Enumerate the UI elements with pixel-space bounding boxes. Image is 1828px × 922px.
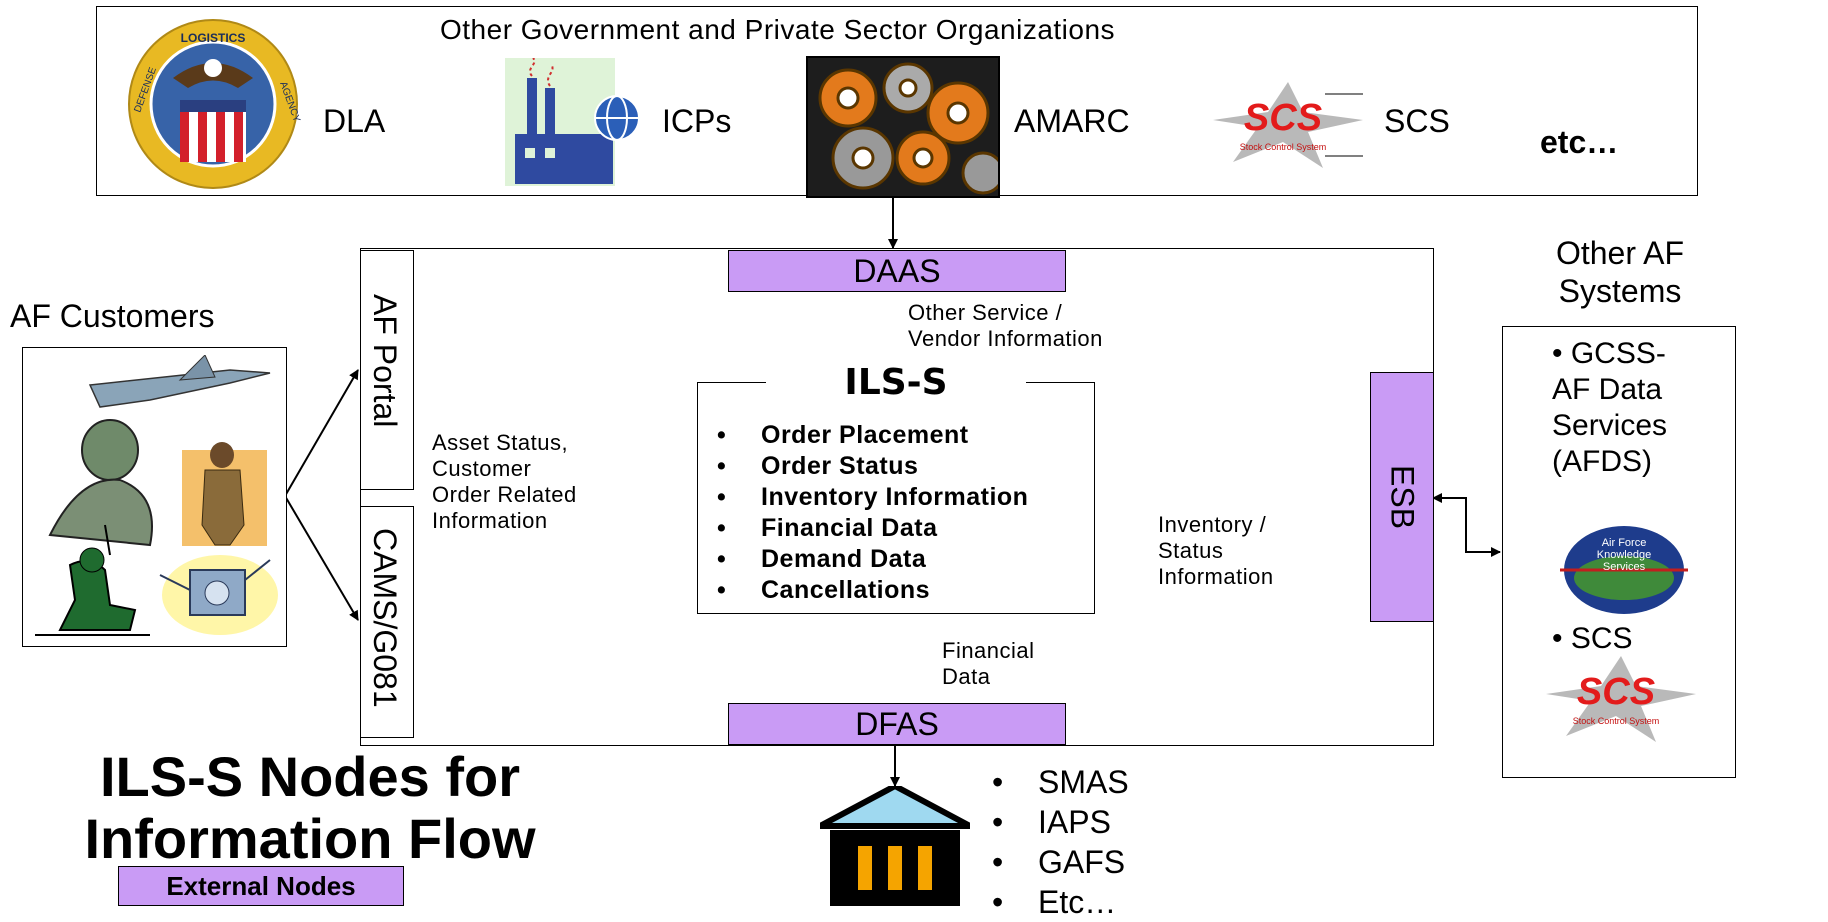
ils-item-cancellations: Cancellations (697, 575, 1028, 606)
daas-node: DAAS (728, 250, 1066, 292)
factory-icon (505, 57, 641, 186)
other-af-list: • GCSS- AF Data Services (AFDS) (1552, 337, 1668, 478)
financial-data-text: Financial Data (942, 638, 1035, 689)
org-amarc: AMARC (1014, 103, 1130, 139)
af-customers-title: AF Customers (10, 298, 215, 334)
ils-item-demand: Demand Data (697, 544, 1028, 575)
gears-icon (806, 56, 1005, 198)
dla-seal-icon: LOGISTICS DEFENSE AGENCY (120, 18, 306, 190)
org-etc: etc… (1540, 124, 1619, 160)
customers-afportal-arrow (276, 369, 359, 507)
akss-logo-line2: Knowledge (1597, 549, 1651, 561)
scs-logo-small-icon: SCS Stock Control System (1546, 656, 1696, 742)
scs-logo-caption: Stock Control System (1240, 142, 1327, 152)
akss-logo-line3: Services (1603, 561, 1646, 573)
af-portal-box (360, 250, 414, 490)
asset-status-text: Asset Status, Customer Order Related Inf… (432, 430, 577, 533)
other-af-title: Other AF Systems (1555, 235, 1685, 309)
scs-logo-small-mark: SCS (1577, 671, 1655, 713)
esb-label: ESB (1384, 464, 1421, 530)
other-af-scs: • SCS (1552, 622, 1633, 655)
dla-seal-ring-text: LOGISTICS (181, 31, 246, 45)
ils-item-financial: Financial Data (697, 513, 1028, 544)
cams-box (360, 506, 414, 738)
ils-item-order-status: Order Status (697, 451, 1028, 482)
af-customers-clipart-icon (30, 354, 280, 640)
esb-node: ESB (1370, 372, 1434, 622)
ils-s-functions-list: Order Placement Order Status Inventory I… (697, 420, 1028, 606)
akss-logo-icon: Air Force Knowledge Services (1556, 520, 1692, 620)
finance-etc: Etc… (972, 882, 1129, 922)
dfas-node: DFAS (728, 703, 1066, 745)
finance-gafs: GAFS (972, 842, 1129, 882)
customers-cams-arrow (276, 485, 359, 621)
legend-external-nodes: External Nodes (118, 866, 404, 906)
scs-logo-icon: SCS Stock Control System (1213, 82, 1363, 168)
cams-label: CAMS/G081 (367, 528, 403, 708)
akss-logo-line1: Air Force (1602, 537, 1647, 549)
org-dla: DLA (323, 103, 386, 139)
finance-iaps: IAPS (972, 802, 1129, 842)
diagram-title: ILS-S Nodes for Information Flow (84, 745, 536, 870)
inventory-status-text: Inventory / Status Information (1158, 512, 1274, 589)
esb-otheraf-arrow (1434, 497, 1501, 557)
finance-smas: SMAS (972, 762, 1129, 802)
ils-s-title: ILS-S (766, 362, 1026, 403)
bank-icon (818, 782, 972, 906)
org-scs: SCS (1384, 103, 1450, 139)
scs-logo-small-caption: Stock Control System (1573, 716, 1660, 726)
org-icps: ICPs (662, 103, 732, 139)
ils-item-order-placement: Order Placement (697, 420, 1028, 451)
scs-logo-mark: SCS (1244, 97, 1322, 139)
other-service-text: Other Service / Vendor Information (908, 300, 1103, 351)
finance-systems-list: SMAS IAPS GAFS Etc… (972, 762, 1129, 922)
af-portal-label: AF Portal (367, 294, 403, 428)
external-orgs-title: Other Government and Private Sector Orga… (440, 14, 1116, 45)
ils-item-inventory: Inventory Information (697, 482, 1028, 513)
